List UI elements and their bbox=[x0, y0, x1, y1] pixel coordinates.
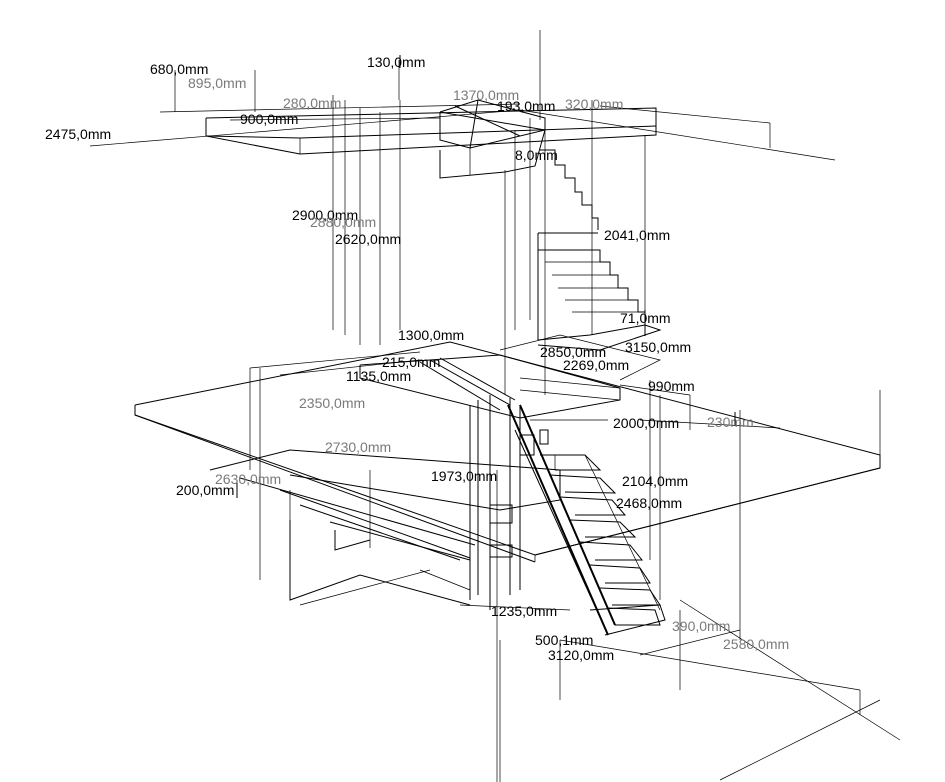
dim-2475: 2475,0mm bbox=[45, 126, 111, 142]
upper-stair-flight bbox=[439, 99, 662, 395]
ground-dimension-lines bbox=[299, 569, 901, 782]
dim-390: 390,0mm bbox=[672, 618, 730, 634]
vertical-dimension-lines bbox=[174, 30, 646, 345]
dim-2041: 2041,0mm bbox=[604, 227, 670, 243]
lower-stair-flight bbox=[507, 380, 666, 636]
dim-2580: 2580,0mm bbox=[723, 636, 789, 652]
central-column bbox=[469, 395, 561, 782]
dim-990: 990mm bbox=[648, 378, 695, 394]
lower-walls bbox=[209, 368, 571, 611]
dim-895: 895,0mm bbox=[188, 75, 246, 91]
dim-193: 193,0mm bbox=[497, 98, 555, 114]
dim-2620: 2620,0mm bbox=[335, 231, 401, 247]
dim-2350: 2350,0mm bbox=[299, 395, 365, 411]
dim-1235: 1235,0mm bbox=[491, 603, 557, 619]
dim-2880: 2880,0mm bbox=[310, 214, 376, 230]
dim-1370: 1370,0mm bbox=[453, 87, 519, 103]
dim-2730: 2730,0mm bbox=[325, 439, 391, 455]
dim-2850: 2850,0mm bbox=[540, 344, 606, 360]
dim-900: 900,0mm bbox=[240, 111, 298, 127]
landing-platform bbox=[249, 334, 662, 419]
dimension-arrows bbox=[236, 55, 736, 498]
dim-3150: 3150,0mm bbox=[625, 339, 691, 355]
middle-floor-slab bbox=[134, 341, 881, 600]
dim-130: 130,0mm bbox=[367, 54, 425, 70]
dim-1973: 1973,0mm bbox=[431, 468, 497, 484]
dim-680: 680,0mm bbox=[150, 61, 208, 77]
upper-floor-slab bbox=[89, 103, 836, 161]
dim-1135: 1135,0mm bbox=[346, 368, 411, 384]
dim-2900: 2900,0mm bbox=[292, 207, 358, 223]
dim-2104: 2104,0mm bbox=[622, 473, 688, 489]
dim-280: 280,0mm bbox=[283, 95, 341, 111]
dim-2468: 2468,0mm bbox=[616, 495, 682, 511]
dim-1300: 1300,0mm bbox=[398, 327, 464, 343]
dim-500: 500,1mm bbox=[535, 632, 593, 648]
dim-2000: 2000,0mm bbox=[613, 415, 679, 431]
dim-230: 230mm bbox=[707, 414, 754, 430]
dimension-labels: 680,0mm 895,0mm 130,0mm 1370,0mm 280,0mm… bbox=[45, 54, 789, 663]
dim-320: 320,0mm bbox=[565, 96, 623, 112]
dim-215: 215,0mm bbox=[382, 354, 440, 370]
dim-2630: 2630,0mm bbox=[215, 471, 281, 487]
dim-8: 8,0mm bbox=[515, 147, 558, 163]
dim-200: 200,0mm bbox=[176, 482, 234, 498]
dim-3120: 3120,0mm bbox=[548, 647, 614, 663]
dim-2269: 2269,0mm bbox=[563, 357, 629, 373]
